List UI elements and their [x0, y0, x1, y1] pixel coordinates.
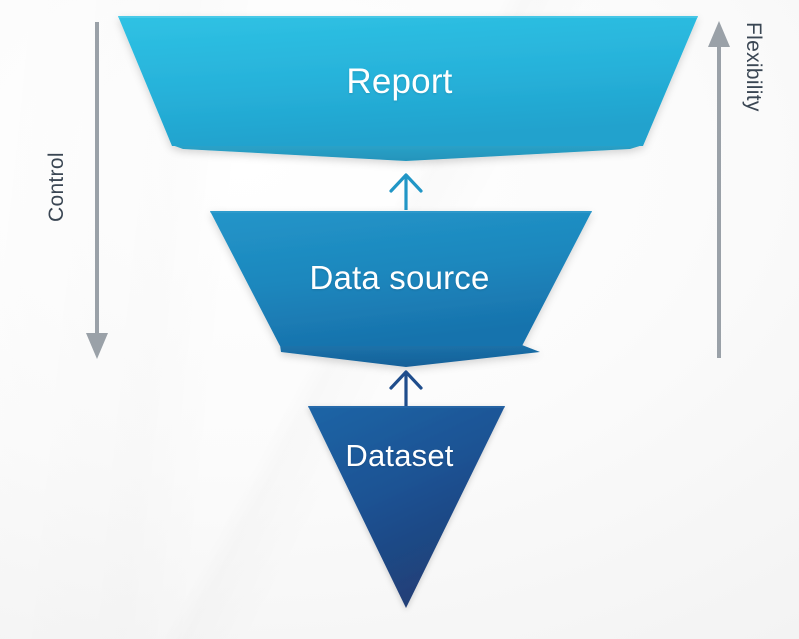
flexibility-axis-arrowhead-up-icon: [708, 21, 730, 47]
arrow-dataset-to-datasource: [389, 370, 423, 406]
control-axis: [86, 22, 108, 359]
funnel-stage-report[interactable]: [118, 16, 698, 161]
arrow-up-head-icon: [389, 370, 423, 390]
arrow-datasource-to-report: [389, 173, 423, 210]
data-source-fold-band: [280, 345, 540, 367]
funnel-stage-dataset[interactable]: [308, 406, 505, 608]
report-body: [118, 16, 698, 146]
report-fold-band: [172, 145, 643, 161]
arrow-up-head-icon: [389, 173, 423, 193]
dataset-body: [308, 406, 505, 608]
data-source-body: [210, 211, 592, 346]
funnel-stage-data-source[interactable]: [210, 211, 592, 367]
control-axis-arrowhead-down-icon: [86, 333, 108, 359]
flexibility-axis: [708, 21, 730, 358]
